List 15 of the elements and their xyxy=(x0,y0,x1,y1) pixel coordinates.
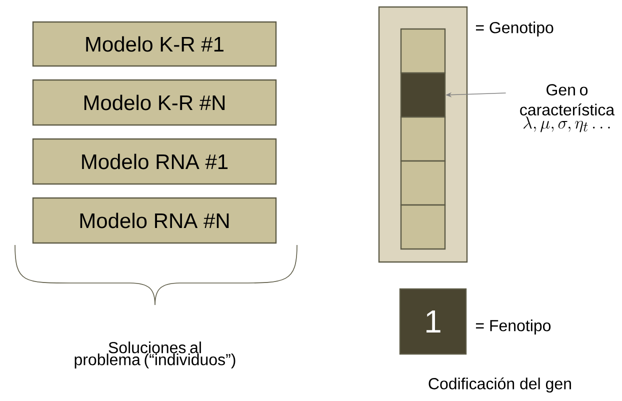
chromosome-cell xyxy=(400,160,446,206)
model-box: Modelo K-R #N xyxy=(32,79,277,126)
beside-label: = Genotipo xyxy=(476,22,554,36)
chromosome-cell xyxy=(400,204,446,250)
gene-cell xyxy=(400,72,446,118)
model-box: Modelo RNA #1 xyxy=(32,138,277,185)
model-box: Modelo RNA #N xyxy=(32,197,277,244)
model-box: Modelo K-R #1 xyxy=(32,21,277,67)
beside-label: = Fenotipo xyxy=(476,320,551,334)
annotation-text: Gen o característica $\lambda, \mu, \sigma, \eta_t \ldots$ xyxy=(520,84,615,132)
phenotype-box: 1 xyxy=(399,288,467,355)
caption-text: Codificación del gen xyxy=(428,377,571,393)
caption-text: Soluciones al problema (“individuos”) xyxy=(74,342,236,368)
chromosome-cell xyxy=(400,116,446,162)
chromosome-cell xyxy=(400,28,446,74)
